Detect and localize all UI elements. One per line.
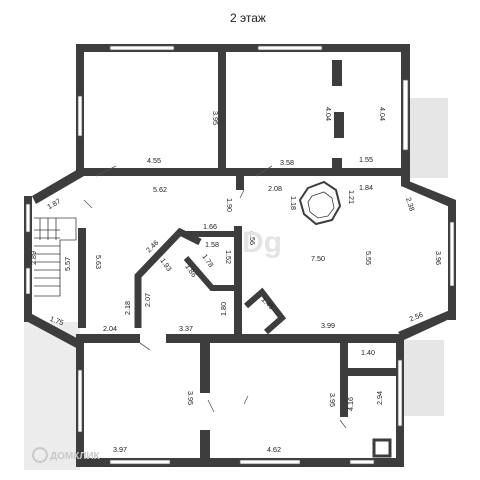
window-lower-left (77, 369, 83, 433)
dim-label: 3.95 (211, 111, 220, 125)
dim-label: 3.97 (113, 445, 127, 454)
dim-label: 1.93 (158, 256, 173, 273)
dim-label: 1.90 (225, 198, 234, 212)
windows (25, 45, 455, 465)
window-bay-2 (25, 267, 31, 295)
dim-label: 2.56 (408, 310, 424, 324)
dim-label: 3.96 (434, 251, 443, 265)
wall-mid-right (166, 334, 404, 343)
dim-label: 3.58 (280, 158, 294, 167)
dim-label: 1.52 (224, 250, 233, 264)
dim-label: 1.84 (359, 183, 373, 192)
dim-label: 5.57 (63, 257, 72, 271)
dim-label: 1.21 (347, 190, 356, 204)
wall-lower-closet (346, 368, 396, 376)
dim-label: 1.58 (205, 240, 219, 249)
watermark-text: ДОМКЛИК (50, 451, 101, 462)
octagon-fixture (298, 180, 342, 226)
dim-label: 4.62 (267, 445, 281, 454)
wall-rbay-bottom (398, 310, 456, 340)
window-bottom-left (109, 459, 171, 465)
dim-label: 2.08 (268, 184, 282, 193)
wall-lower-partition-c (340, 343, 348, 417)
dim-label: 1.86 (183, 262, 198, 279)
dim-label: 2.38 (404, 196, 417, 212)
wall-right-room-bottom (226, 168, 402, 176)
window-bottom-right (349, 459, 375, 465)
wall-lower-partition-a (200, 343, 210, 393)
balcony-right-bottom (398, 340, 444, 416)
wall-top (76, 44, 410, 52)
dim-label: 1.80 (219, 302, 228, 316)
dim-label: 4.04 (324, 107, 333, 121)
staircase-left (34, 217, 77, 297)
dim-label: 2.94 (375, 391, 384, 405)
dim-label: 5.63 (94, 255, 103, 269)
window-lower-right (397, 359, 403, 427)
wall-bay-bottom (28, 314, 84, 350)
dim-label: 1.40 (361, 348, 375, 357)
dim-label: 1.18 (289, 196, 298, 210)
wall-niche (244, 287, 287, 335)
dim-label: 5.55 (364, 251, 373, 265)
window-rbay (449, 221, 455, 287)
wall-closet-1 (332, 60, 342, 86)
wall-bay-left (24, 196, 32, 322)
watermark-logo: Dg (242, 226, 282, 259)
dim-label: 4.04 (378, 107, 387, 121)
balcony-left-bottom (24, 322, 80, 470)
dim-label: 1.75 (49, 314, 65, 327)
doors (83, 165, 347, 429)
watermark-logo-icon (32, 447, 48, 463)
balcony-areas (24, 98, 448, 470)
dim-label: 3.37 (179, 324, 193, 333)
dim-label: 2.04 (103, 324, 117, 333)
dim-label: 7.50 (311, 254, 325, 263)
dim-label: 1.87 (45, 196, 62, 211)
window-left-upper (77, 95, 83, 137)
dim-label: 4.16 (346, 397, 355, 411)
window-bay-1 (25, 203, 31, 233)
dim-label: 2.07 (143, 293, 152, 307)
watermark: ДОМКЛИК (32, 447, 101, 463)
window-right-upper (402, 79, 409, 151)
square-fixture (372, 438, 392, 458)
wall-upper-rooms-bottom (76, 168, 226, 176)
dim-label: 1.55 (359, 155, 373, 164)
floor-title: 2 этаж (230, 11, 266, 25)
dim-label: 2.18 (123, 301, 132, 315)
dim-label: 1.66 (203, 222, 217, 231)
dim-label: 2.89 (29, 251, 38, 265)
dim-label: 4.56 (248, 231, 257, 245)
wall-column (236, 176, 244, 190)
dim-label: 3.99 (321, 321, 335, 330)
wall-rbay-top (401, 178, 456, 208)
walls (24, 44, 456, 467)
dim-label: 3.95 (186, 391, 195, 405)
dim-label: 3.95 (328, 393, 337, 407)
wall-partition-upper (218, 44, 226, 176)
wall-stair-right (78, 228, 86, 328)
wall-mid-left (76, 334, 140, 343)
window-top-right (257, 45, 323, 51)
wall-closet-2 (334, 112, 344, 138)
wall-bay-top (32, 168, 84, 204)
balcony-right-top (404, 98, 448, 178)
dim-label: 5.62 (153, 185, 167, 194)
window-bottom-mid (239, 459, 301, 465)
wall-closet-3 (332, 158, 342, 174)
dim-label: 4.55 (147, 156, 161, 165)
dim-label: 1.78 (200, 252, 215, 269)
wall-core-vertical (234, 226, 242, 334)
wall-lower-partition-b (200, 430, 210, 467)
window-top-left (109, 45, 175, 51)
